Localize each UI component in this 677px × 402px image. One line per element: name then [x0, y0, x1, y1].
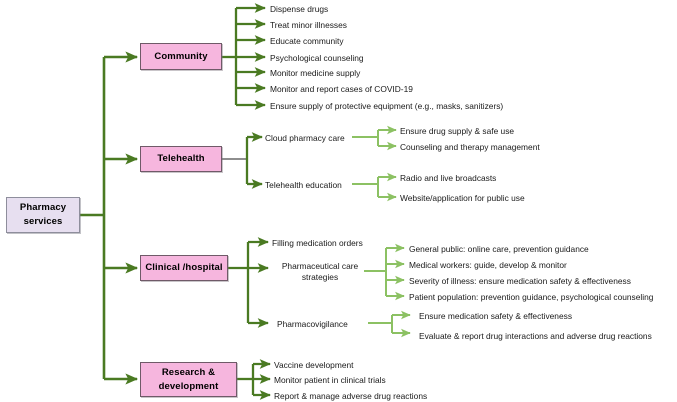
leaf-pharmaceutical-care-1: General public: online care, prevention … — [409, 244, 589, 254]
leaf-community-3: Educate community — [270, 36, 344, 46]
category-node-clinical-hospital[interactable]: Clinical /hospital — [140, 255, 228, 281]
leaf-telehealth-education-2: Website/application for public use — [400, 193, 525, 203]
category-node-community[interactable]: Community — [140, 43, 222, 70]
research-label-line2: development — [158, 380, 219, 392]
leaf-pharmacovigilance-2: Evaluate & report drug interactions and … — [419, 331, 652, 341]
pharmaceutical-care-line2: strategies — [301, 271, 339, 282]
community-fan-connector — [222, 3, 266, 110]
subgroup-cloud-pharmacy-care: Cloud pharmacy care — [265, 133, 345, 143]
category-label-community: Community — [154, 50, 208, 62]
category-label-research-development: Research & development — [159, 366, 219, 394]
leaf-pharmaceutical-care-3: Severity of illness: ensure medication s… — [409, 276, 631, 286]
leaf-community-2: Treat minor illnesses — [270, 20, 347, 30]
leaf-community-7: Ensure supply of protective equipment (e… — [270, 101, 504, 111]
leaf-pharmacovigilance-1: Ensure medication safety & effectiveness — [419, 311, 573, 321]
leaf-pharmaceutical-care-2: Medical workers: guide, develop & monito… — [409, 260, 567, 270]
leaf-cloud-pharmacy-1: Ensure drug supply & safe use — [400, 126, 515, 136]
leaf-cloud-pharmacy-2: Counseling and therapy management — [400, 142, 540, 152]
telehealth-fan-connector — [245, 132, 263, 189]
pharmaceutical-care-fan-connector — [364, 243, 405, 301]
leaf-research-2: Monitor patient in clinical trials — [274, 375, 386, 385]
leaf-community-4: Psychological counseling — [270, 53, 364, 63]
subgroup-pharmaceutical-care-strategies: Pharmaceutical care strategies — [272, 261, 368, 282]
pharmacovigilance-fan-connector — [368, 310, 411, 338]
category-label-telehealth: Telehealth — [157, 153, 205, 165]
root-node-pharmacy-services[interactable]: Pharmacy services — [6, 197, 80, 233]
research-fan-connector — [237, 359, 271, 400]
category-node-research-development[interactable]: Research & development — [140, 362, 237, 397]
research-label-line1: Research & — [161, 366, 216, 378]
leaf-pharmaceutical-care-4: Patient population: prevention guidance,… — [409, 292, 654, 302]
leaf-community-5: Monitor medicine supply — [270, 68, 361, 78]
subgroup-pharmacovigilance: Pharmacovigilance — [277, 319, 348, 329]
leaf-research-1: Vaccine development — [274, 360, 354, 370]
root-node-label: Pharmacy services — [20, 201, 66, 229]
clinical-fan-connector — [228, 237, 269, 328]
category-label-clinical-hospital: Clinical /hospital — [145, 262, 223, 274]
cloud-pharmacy-fan-connector — [352, 125, 397, 151]
leaf-research-3: Report & manage adverse drug reactions — [274, 391, 428, 401]
root-to-categories-connector — [80, 51, 139, 385]
leaf-community-6: Monitor and report cases of COVID-19 — [270, 84, 413, 94]
pharmaceutical-care-line1: Pharmaceutical care — [281, 261, 359, 271]
leaf-telehealth-education-1: Radio and live broadcasts — [400, 173, 497, 183]
subgroup-telehealth-education: Telehealth education — [265, 180, 342, 190]
root-label-line2: services — [23, 216, 63, 227]
telehealth-education-fan-connector — [352, 172, 397, 202]
leaf-community-1: Dispense drugs — [270, 4, 329, 14]
subgroup-filling-medication-orders: Filling medication orders — [272, 238, 363, 248]
category-node-telehealth[interactable]: Telehealth — [140, 146, 222, 172]
root-label-line1: Pharmacy — [19, 202, 67, 214]
